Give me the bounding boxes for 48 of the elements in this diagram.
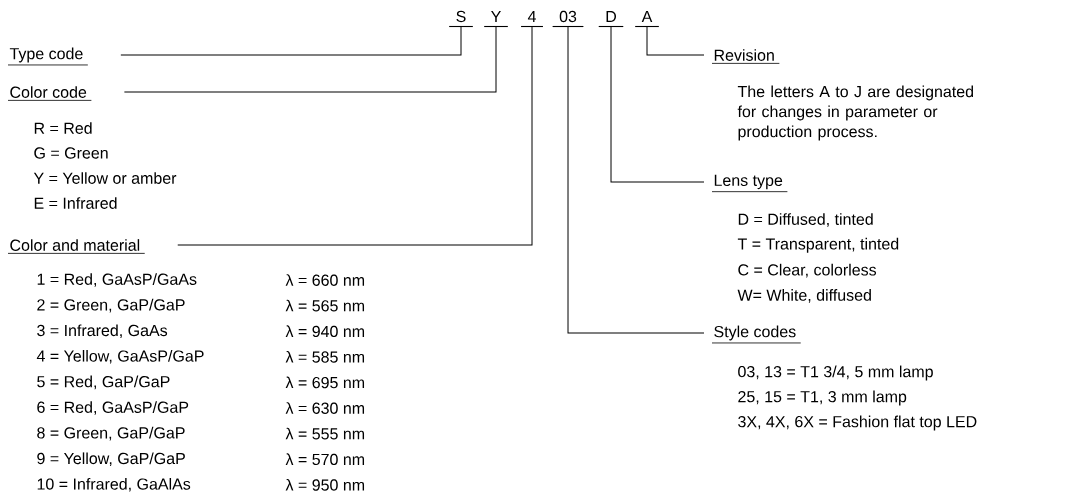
code-entry: 25, 15 = T1, 3 mm lamp <box>738 390 907 406</box>
code-entry: 2 = Green, GaP/GaP <box>37 298 185 313</box>
field-heading: Lens type <box>711 174 788 193</box>
code-character: Y <box>483 11 509 28</box>
code-entry: λ = 695 nm <box>285 376 365 389</box>
code-entry: 03, 13 = T1 3/4, 5 mm lamp <box>738 365 933 381</box>
code-entry: 9 = Yellow, GaP/GaP <box>37 452 185 466</box>
leader-line <box>610 26 705 183</box>
code-entry: G = Green <box>34 147 108 159</box>
field-heading: Color and material <box>7 239 146 254</box>
code-entry: T = Transparent, tinted <box>737 237 899 253</box>
field-heading: Style codes <box>711 325 802 344</box>
code-entry: Y = Yellow or amber <box>33 172 177 184</box>
leader-line <box>123 26 497 93</box>
code-entry: 3 = Infrared, GaAs <box>37 324 168 338</box>
code-character: D <box>598 11 624 28</box>
leader-line <box>646 26 705 56</box>
code-entry: C = Clear, colorless <box>738 263 877 278</box>
description-text: The letters A to J are designated for changes in parameter or production process. <box>737 85 973 141</box>
code-entry: 5 = Red, GaP/GaP <box>37 375 170 390</box>
code-entry: 10 = Infrared, GaAlAs <box>37 478 191 492</box>
code-entry: λ = 555 nm <box>285 427 365 440</box>
code-entry: 1 = Red, GaAsP/GaAs <box>37 273 197 287</box>
code-entry: D = Diffused, tinted <box>738 213 873 227</box>
code-entry: 6 = Red, GaAsP/GaP <box>37 401 189 415</box>
field-heading: Type code <box>7 47 89 66</box>
code-entry: λ = 660 nm <box>285 274 365 286</box>
code-entry: E = Infrared <box>34 197 117 209</box>
code-character: 4 <box>520 11 544 28</box>
code-entry: λ = 585 nm <box>285 350 365 363</box>
code-entry: λ = 570 nm <box>285 453 365 466</box>
code-entry: 4 = Yellow, GaAsP/GaP <box>36 350 204 364</box>
code-character: S <box>448 10 474 28</box>
field-heading: Color code <box>7 86 92 101</box>
code-character: 03 <box>552 10 584 28</box>
code-entry: R = Red <box>34 122 92 134</box>
leader-line <box>567 26 705 334</box>
code-entry: W= White, diffused <box>737 289 871 303</box>
code-entry: λ = 630 nm <box>285 402 365 414</box>
field-heading: Revision <box>711 49 780 64</box>
code-entry: 3X, 4X, 6X = Fashion flat top LED <box>738 415 977 431</box>
leader-line <box>120 26 462 56</box>
code-character: A <box>634 11 660 28</box>
leader-line <box>177 26 533 246</box>
code-entry: λ = 940 nm <box>285 325 365 338</box>
code-entry: 8 = Green, GaP/GaP <box>37 426 185 441</box>
code-entry: λ = 565 nm <box>285 299 365 312</box>
code-entry: λ = 950 nm <box>285 478 365 491</box>
